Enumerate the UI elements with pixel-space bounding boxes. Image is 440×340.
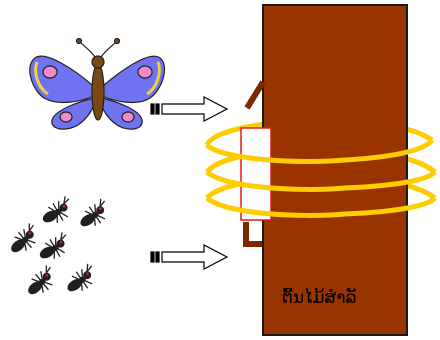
sticky-sleeve — [241, 128, 271, 220]
trunk-label: ຕົ້ນໄມ້ສຳລັ — [282, 286, 357, 308]
tree-trunk — [263, 5, 407, 335]
wing-spot — [122, 112, 134, 122]
arrow-right-icon — [151, 245, 227, 269]
ants-icon — [6, 195, 114, 300]
arrow-stripe — [156, 104, 159, 114]
strap-top — [247, 82, 263, 108]
butterfly-antenna — [80, 42, 95, 57]
arrow-body — [162, 97, 227, 121]
arrow-stripe — [151, 252, 154, 262]
strap-bottom — [246, 222, 262, 244]
butterfly-upper-right-wing — [102, 56, 165, 102]
antenna-tip — [77, 39, 82, 44]
arrow-body — [162, 245, 227, 269]
butterfly-icon — [30, 39, 165, 130]
butterfly-body — [92, 64, 104, 120]
arrow-stripe — [156, 252, 159, 262]
ant — [38, 195, 77, 229]
wing-spot — [138, 66, 152, 78]
ant — [35, 231, 74, 265]
arrow-stripe — [151, 104, 154, 114]
ant — [23, 264, 61, 301]
ant — [6, 222, 44, 259]
butterfly-antenna — [101, 42, 116, 57]
arrow-right-icon — [151, 97, 227, 121]
antenna-tip — [115, 39, 120, 44]
butterfly-upper-left-wing — [30, 56, 94, 102]
ant — [75, 198, 114, 233]
wing-spot — [43, 66, 57, 78]
butterfly-head — [92, 56, 104, 68]
ant — [62, 263, 101, 298]
wing-spot — [60, 112, 72, 122]
